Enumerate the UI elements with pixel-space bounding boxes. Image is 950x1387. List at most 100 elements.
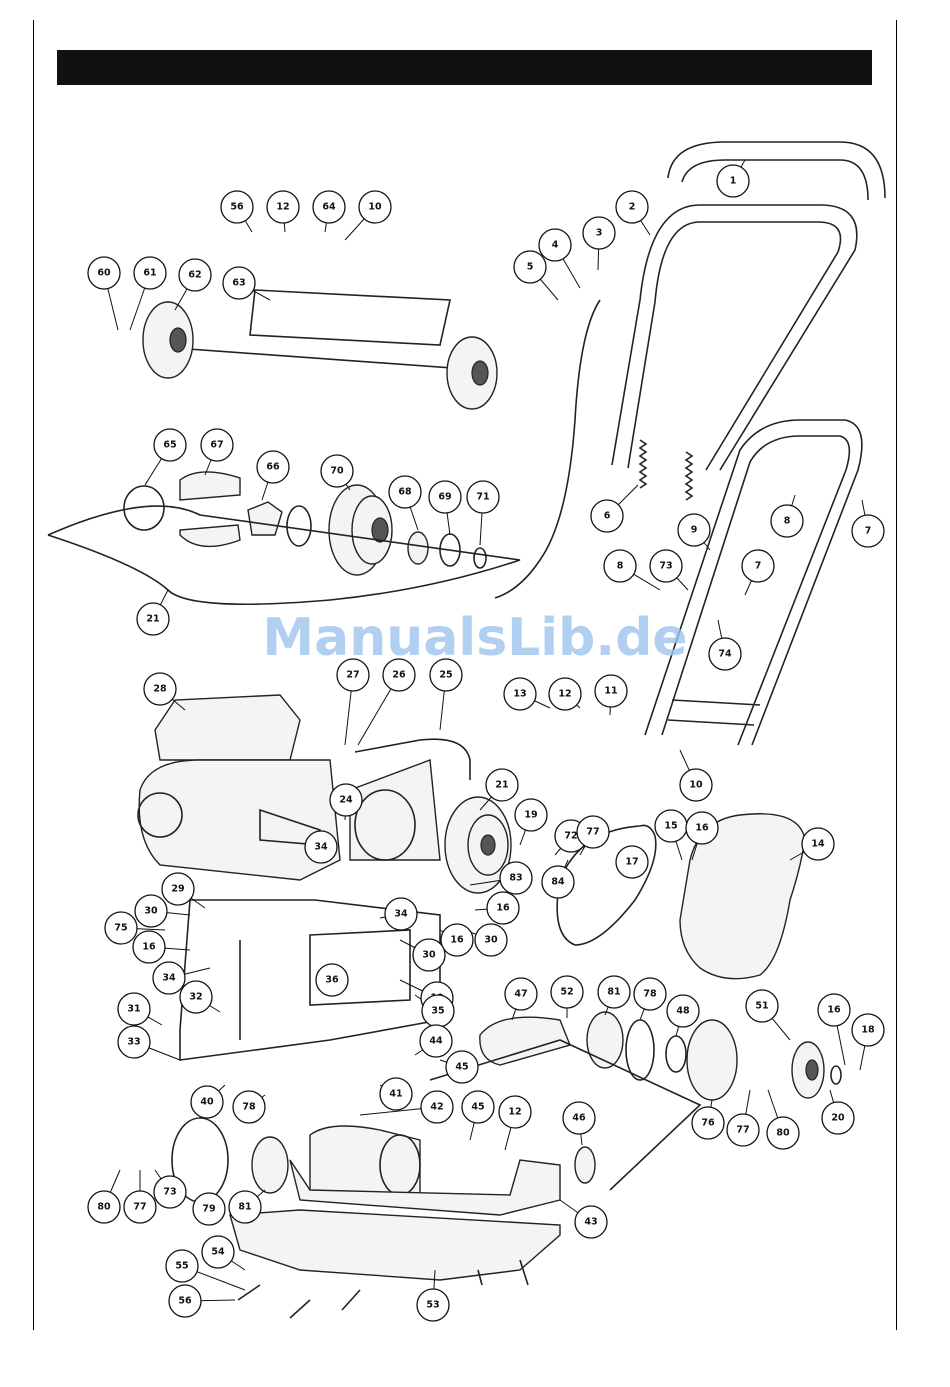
callout-label: 16: [496, 903, 510, 914]
callout-label: 83: [509, 873, 522, 884]
callout-label: 8: [617, 561, 624, 572]
callout-label: 30: [144, 906, 158, 917]
callout-label: 30: [484, 935, 498, 946]
callout-label: 21: [146, 614, 159, 625]
part-callout-29: 29: [162, 873, 194, 905]
part-callout-66: 66: [257, 451, 289, 483]
callout-label: 76: [701, 1118, 715, 1129]
callout-label: 81: [607, 987, 620, 998]
part-callout-44: 44: [420, 1025, 452, 1057]
callout-label: 65: [163, 440, 176, 451]
callout-label: 34: [394, 909, 408, 920]
callout-label: 20: [831, 1113, 845, 1124]
part-callout-43: 43: [575, 1206, 607, 1238]
part-callout-16: 16: [133, 931, 165, 963]
part-callout-46: 46: [563, 1102, 595, 1134]
callout-label: 14: [811, 839, 825, 850]
callout-label: 64: [322, 202, 336, 213]
part-callout-10: 10: [359, 191, 391, 223]
callout-label: 27: [346, 670, 359, 681]
callout-label: 47: [514, 989, 527, 1000]
callout-label: 28: [153, 684, 167, 695]
part-callout-34: 34: [153, 962, 185, 994]
callout-label: 1: [730, 176, 737, 187]
callout-label: 16: [450, 935, 464, 946]
part-callout-62: 62: [179, 259, 211, 291]
callout-label: 8: [784, 516, 791, 527]
callout-label: 35: [431, 1006, 444, 1017]
part-callout-51: 51: [746, 990, 778, 1022]
callout-label: 2: [629, 202, 636, 213]
part-callout-7: 7: [852, 515, 884, 547]
part-callout-11: 11: [595, 675, 627, 707]
part-callout-48: 48: [667, 995, 699, 1027]
part-callout-80: 80: [88, 1191, 120, 1223]
part-callout-12: 12: [549, 678, 581, 710]
callout-label: 81: [238, 1202, 251, 1213]
callout-label: 60: [97, 268, 111, 279]
part-callout-24: 24: [330, 784, 362, 816]
callout-label: 26: [392, 670, 406, 681]
callout-label: 10: [689, 780, 703, 791]
part-callout-12: 12: [499, 1096, 531, 1128]
callout-label: 45: [471, 1102, 484, 1113]
part-callout-65: 65: [154, 429, 186, 461]
callout-label: 45: [455, 1062, 468, 1073]
callout-label: 21: [495, 780, 508, 791]
part-callout-81: 81: [229, 1191, 261, 1223]
callout-label: 79: [202, 1204, 215, 1215]
part-callout-30: 30: [135, 895, 167, 927]
part-callout-30: 30: [475, 924, 507, 956]
part-callout-9: 9: [678, 514, 710, 546]
callout-label: 43: [584, 1217, 597, 1228]
callout-label: 69: [438, 492, 451, 503]
callout-label: 62: [188, 270, 201, 281]
callout-label: 48: [676, 1006, 690, 1017]
callout-label: 7: [755, 561, 762, 572]
part-callout-73: 73: [154, 1176, 186, 1208]
part-callout-61: 61: [134, 257, 166, 289]
part-callout-60: 60: [88, 257, 120, 289]
callout-label: 36: [325, 975, 339, 986]
part-callout-31: 31: [118, 993, 150, 1025]
part-callout-8: 8: [604, 550, 636, 582]
callout-label: 33: [127, 1037, 140, 1048]
callout-label: 9: [691, 525, 698, 536]
part-callout-33: 33: [118, 1026, 150, 1058]
part-callout-64: 64: [313, 191, 345, 223]
callout-label: 16: [827, 1005, 841, 1016]
part-callout-78: 78: [233, 1091, 265, 1123]
part-callout-20: 20: [822, 1102, 854, 1134]
part-callout-78: 78: [634, 978, 666, 1010]
callout-label: 13: [513, 689, 526, 700]
callout-label: 51: [755, 1001, 768, 1012]
part-callout-75: 75: [105, 912, 137, 944]
watermark-text: ManualsLib.de: [262, 608, 687, 668]
part-callout-81: 81: [598, 976, 630, 1008]
part-callout-21: 21: [137, 603, 169, 635]
part-callout-73: 73: [650, 550, 682, 582]
part-callout-63: 63: [223, 267, 255, 299]
part-callout-21: 21: [486, 769, 518, 801]
part-callout-35: 35: [422, 995, 454, 1027]
callout-label: 46: [572, 1113, 586, 1124]
part-callout-45: 45: [462, 1091, 494, 1123]
callout-label: 77: [736, 1125, 749, 1136]
part-callout-16: 16: [487, 892, 519, 924]
part-callout-1: 1: [717, 165, 749, 197]
callout-label: 42: [430, 1102, 443, 1113]
callout-label: 56: [230, 202, 244, 213]
callout-label: 15: [664, 821, 677, 832]
part-callout-30: 30: [413, 939, 445, 971]
callout-label: 12: [508, 1107, 521, 1118]
callout-label: 44: [429, 1036, 443, 1047]
callout-label: 12: [558, 689, 571, 700]
part-callout-47: 47: [505, 978, 537, 1010]
part-callout-67: 67: [201, 429, 233, 461]
callout-label: 52: [560, 987, 573, 998]
part-callout-34: 34: [385, 898, 417, 930]
callout-label: 11: [604, 686, 617, 697]
callout-label: 12: [276, 202, 289, 213]
callout-label: 54: [211, 1247, 225, 1258]
part-callout-79: 79: [193, 1193, 225, 1225]
